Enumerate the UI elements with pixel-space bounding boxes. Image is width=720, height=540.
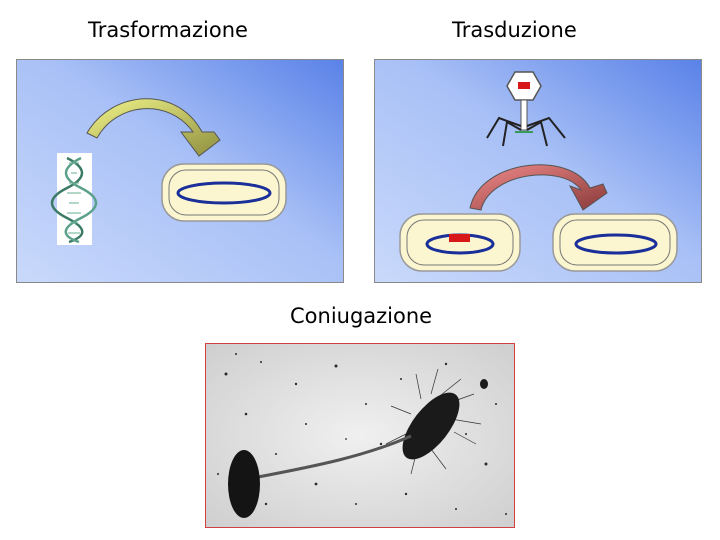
bacteriophage-icon (486, 71, 566, 147)
transduction-title: Trasduzione (452, 18, 577, 42)
plasmid (574, 233, 658, 255)
plasmid (176, 181, 272, 205)
recipient-bacterium (228, 450, 260, 518)
transduction-panel (374, 59, 702, 283)
conjugation-bridge (257, 434, 412, 479)
dna-helix-icon (50, 153, 98, 245)
conjugation-title: Coniugazione (290, 304, 433, 328)
bacterial-cell-icon (161, 163, 287, 222)
recipient-cell (552, 213, 678, 272)
micrograph-image (206, 344, 514, 527)
transformation-panel (16, 59, 344, 283)
transformation-title: Trasformazione (88, 18, 248, 42)
donor-bacterium (385, 368, 488, 475)
conjugation-micrograph (205, 343, 515, 528)
donor-cell (399, 213, 521, 272)
dna-fragment (449, 234, 470, 242)
curved-arrow-icon (86, 98, 221, 157)
transformation-diagram (17, 60, 343, 282)
curved-arrow-icon (469, 164, 608, 211)
transduction-diagram (375, 60, 701, 282)
